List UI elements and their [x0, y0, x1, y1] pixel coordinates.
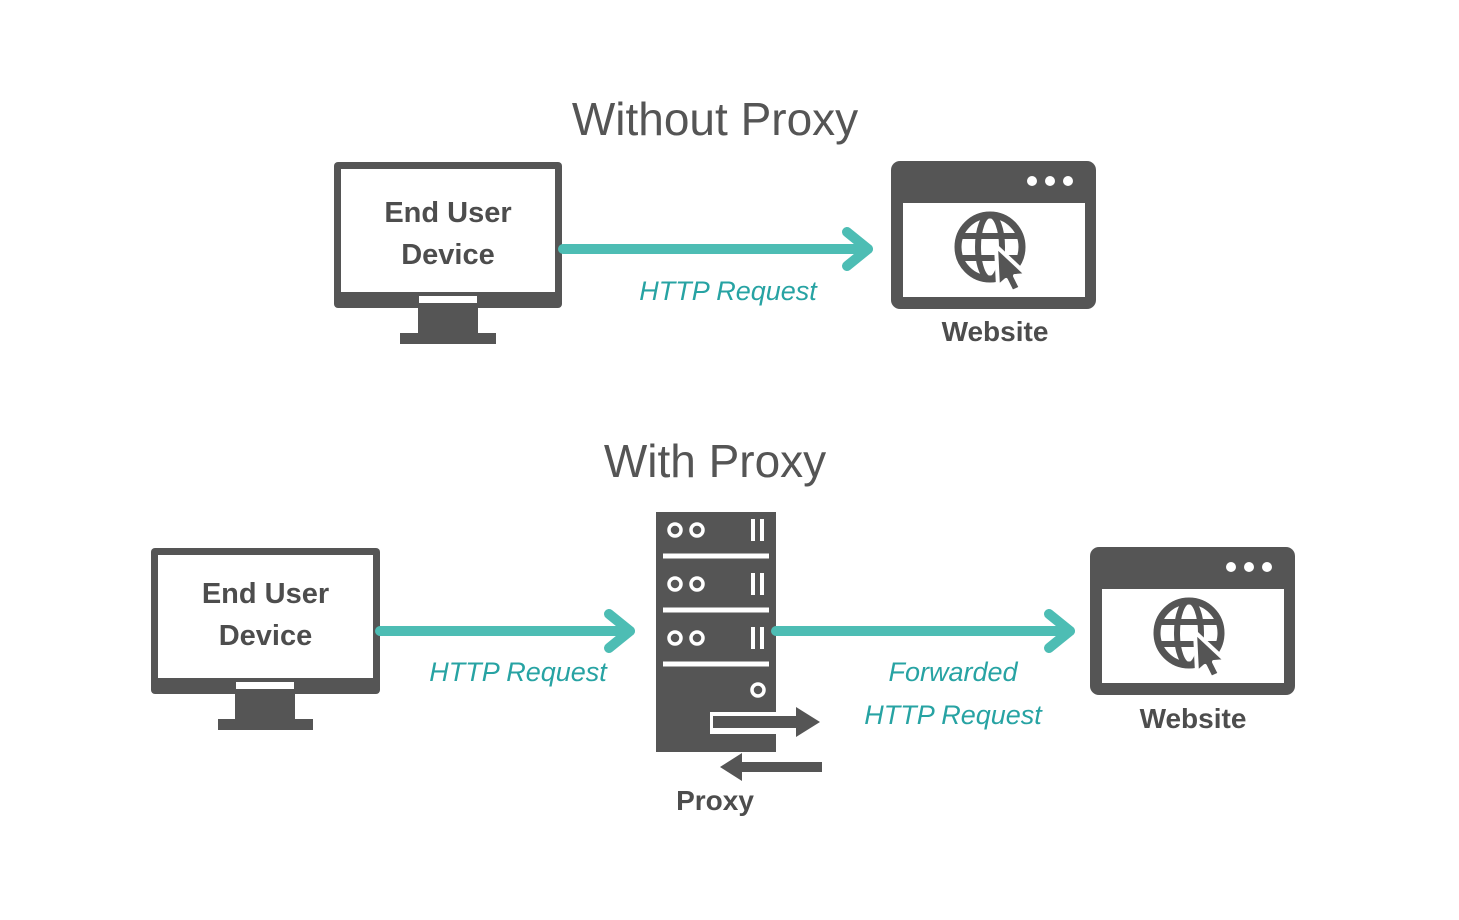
forwarded-label-line1: Forwarded — [888, 657, 1018, 687]
http-request-label: HTTP Request — [429, 657, 607, 687]
cursor-icon — [994, 244, 1029, 294]
http-request-label: HTTP Request — [639, 276, 817, 306]
cursor-icon — [1193, 630, 1228, 680]
globe-icon — [1153, 597, 1225, 669]
device-label-line2: Device — [218, 620, 313, 652]
website-label: Website — [941, 316, 1049, 347]
arrow-device-to-proxy — [375, 609, 635, 653]
device-label-line1: End User — [384, 197, 512, 229]
website-icon — [891, 161, 1096, 309]
device-label: End User Device — [341, 192, 555, 276]
device-label-line1: End User — [201, 578, 330, 610]
swap-arrows-icon — [710, 707, 822, 781]
website-label: Website — [1139, 703, 1247, 734]
arrow-device-to-website — [558, 227, 873, 271]
title-with-proxy: With Proxy — [603, 435, 827, 487]
title-without-proxy: Without Proxy — [571, 93, 859, 145]
monitor-icon — [334, 162, 562, 344]
arrow-proxy-to-website — [771, 609, 1075, 653]
forwarded-request-label: Forwarded HTTP Request — [823, 651, 1083, 737]
device-label: End User Device — [158, 573, 373, 657]
monitor-icon — [151, 548, 380, 730]
forwarded-label-line2: HTTP Request — [864, 700, 1042, 730]
proxy-label: Proxy — [676, 785, 754, 816]
website-icon — [1090, 547, 1295, 695]
device-label-line2: Device — [401, 239, 495, 271]
